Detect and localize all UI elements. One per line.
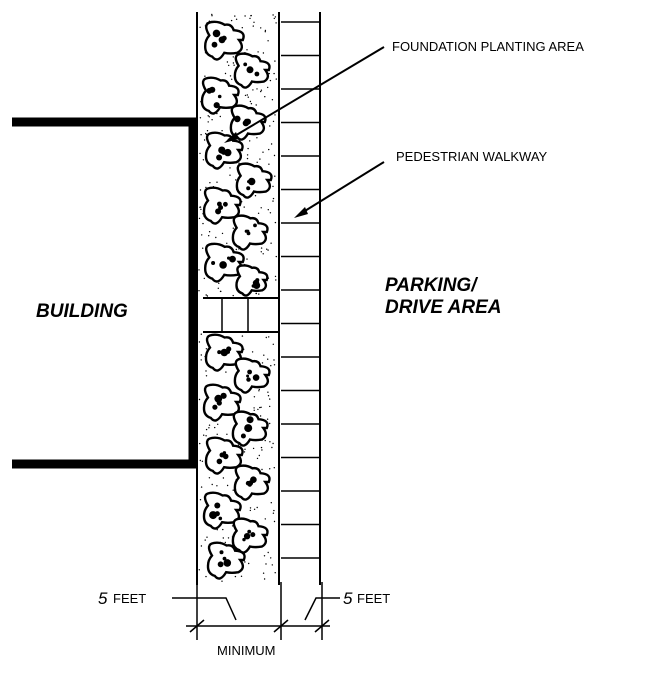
- foundation-arrowhead: [224, 132, 239, 143]
- dim-leader-right: [304, 597, 340, 621]
- shrub: [204, 436, 244, 475]
- dim-right-unit: FEET: [357, 591, 390, 606]
- shrub: [233, 357, 271, 394]
- foundation-planting-area-label: FOUNDATION PLANTING AREA: [392, 39, 584, 54]
- shrub: [233, 464, 271, 501]
- dim-left-value: 5: [98, 589, 108, 608]
- shrub: [203, 20, 245, 61]
- shrub: [231, 214, 269, 251]
- parking-label-line2: DRIVE AREA: [385, 297, 501, 318]
- building-outline: [12, 117, 198, 469]
- dimension-annotations: [172, 582, 340, 640]
- shrub: [229, 104, 267, 141]
- building-label: BUILDING: [36, 301, 128, 322]
- shrub: [206, 541, 246, 580]
- dim-right-value: 5: [343, 589, 353, 608]
- shrub: [202, 186, 242, 225]
- shrub: [233, 52, 271, 89]
- shrub: [235, 264, 269, 297]
- shrub: [231, 517, 269, 554]
- shrub: [200, 76, 240, 115]
- leader-lines: [224, 46, 385, 218]
- pedestrian-walkway-label: PEDESTRIAN WALKWAY: [396, 149, 548, 164]
- shrub: [231, 410, 269, 447]
- parking-label-line1: PARKING/: [385, 275, 478, 296]
- shrub: [202, 383, 242, 422]
- shrub: [235, 162, 273, 199]
- dim-left-unit: FEET: [113, 591, 146, 606]
- shrub: [204, 131, 244, 170]
- shrub: [204, 333, 244, 372]
- foundation-shrubs: [200, 20, 273, 580]
- dim-leader-left: [172, 597, 237, 621]
- minimum-label: MINIMUM: [217, 643, 276, 658]
- shrub: [202, 491, 242, 530]
- pedestrian-walkway-paving: [203, 12, 321, 585]
- foundation-leader: [227, 46, 385, 141]
- walkway-leader: [299, 161, 385, 215]
- walkway-arrowhead: [294, 207, 308, 218]
- shrub: [203, 242, 245, 283]
